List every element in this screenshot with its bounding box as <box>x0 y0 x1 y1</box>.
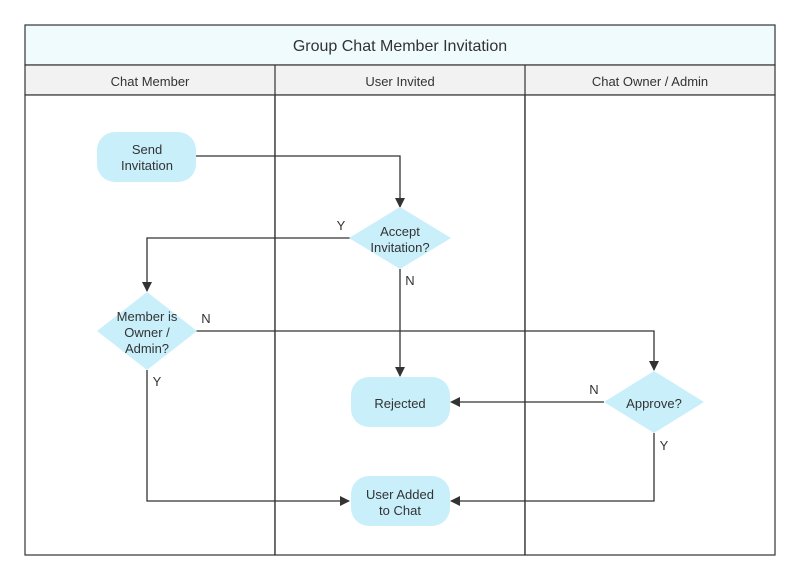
edge-owner-no <box>196 330 659 371</box>
lane-title-chat-owner-admin: Chat Owner / Admin <box>592 74 708 89</box>
title-bar <box>24 24 776 66</box>
node-send-invitation-line-1: Send <box>132 142 162 157</box>
node-accept-invitation: Accept Invitation? <box>349 207 451 269</box>
lane-title-user-invited: User Invited <box>365 74 434 89</box>
edge-label-approve-yes: Y <box>660 438 669 453</box>
edge-label-accept-no: N <box>405 273 414 288</box>
node-user-added-line-2: to Chat <box>379 503 421 518</box>
edge-owner-yes <box>146 370 350 506</box>
edge-label-owner-yes: Y <box>153 374 162 389</box>
node-approve-line-1: Approve? <box>626 396 682 411</box>
node-member-is-owner-line-1: Member is <box>117 309 178 324</box>
node-send-invitation-line-2: Invitation <box>121 158 173 173</box>
node-member-is-owner: Member is Owner / Admin? <box>97 292 197 370</box>
edge-label-accept-yes: Y <box>337 218 346 233</box>
node-accept-invitation-line-1: Accept <box>380 224 420 239</box>
edge-approve-yes <box>450 433 655 506</box>
edge-accept-yes <box>142 237 351 292</box>
node-rejected: Rejected <box>351 377 450 427</box>
node-user-added-line-1: User Added <box>366 487 434 502</box>
node-accept-invitation-line-2: Invitation? <box>370 240 429 255</box>
node-member-is-owner-line-3: Admin? <box>125 341 169 356</box>
lane-chat-owner-admin <box>524 94 776 556</box>
lane-title-chat-member: Chat Member <box>111 74 190 89</box>
node-send-invitation: Send Invitation <box>97 132 196 182</box>
edge-send-to-accept <box>196 155 405 208</box>
node-member-is-owner-line-2: Owner / <box>124 325 170 340</box>
edge-label-approve-no: N <box>589 382 598 397</box>
diagram-title: Group Chat Member Invitation <box>293 38 507 55</box>
node-approve: Approve? <box>604 371 704 433</box>
node-rejected-line-1: Rejected <box>374 396 425 411</box>
edge-label-owner-no: N <box>201 311 210 326</box>
lane-header-row <box>24 64 776 96</box>
node-user-added: User Added to Chat <box>351 476 450 526</box>
